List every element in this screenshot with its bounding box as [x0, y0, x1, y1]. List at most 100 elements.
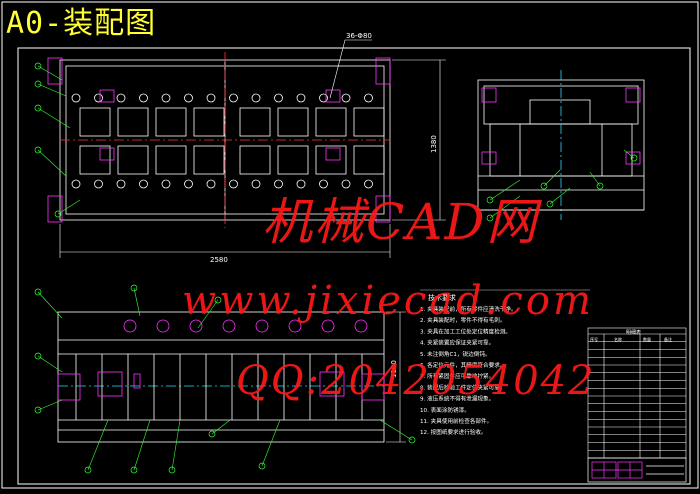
tech-req-line: 10. 表面涂防锈漆。 [420, 406, 470, 414]
top-dimensions [59, 39, 446, 258]
bolt-circle [184, 179, 193, 189]
tech-req-line: 4. 夹紧装置应保证夹紧可靠。 [420, 339, 494, 347]
leader-line [379, 419, 413, 441]
top-pocket [277, 107, 309, 137]
balloon [54, 210, 62, 218]
bom-header-no: 序号 [590, 336, 598, 342]
bolt-circle [274, 179, 283, 189]
top-pocket [239, 145, 271, 175]
leader-line [37, 291, 63, 319]
top-pocket [315, 107, 347, 137]
drawing-frame-inner [17, 47, 691, 485]
balloon [34, 406, 42, 414]
bolt-circle [71, 179, 81, 189]
bolt-circle [161, 93, 171, 103]
balloon [34, 104, 42, 112]
top-pocket [155, 107, 187, 137]
front-view [57, 311, 385, 443]
balloon [34, 288, 42, 296]
tech-req-line: 6. 各定位元件，其精度符合要求。 [420, 361, 505, 369]
bom-table [587, 327, 687, 459]
balloon [540, 182, 548, 190]
bolt-circle [319, 93, 328, 103]
leader-line [37, 107, 71, 129]
leader-line [133, 419, 151, 471]
leader-line [489, 179, 521, 201]
front-hole [222, 319, 236, 333]
bolt-circle [251, 179, 261, 189]
bolt-circle [139, 93, 148, 103]
bolt-circle [319, 179, 328, 189]
bolt-circle [94, 93, 103, 103]
leader-line [37, 399, 63, 411]
bolt-circle [296, 179, 306, 189]
leader-line [37, 149, 67, 177]
tech-req-line: 8. 装配后检验工件定位夹紧可靠。 [420, 383, 505, 391]
leader-line [197, 299, 219, 329]
watermark-site-name: 机械CAD网 [262, 193, 539, 251]
bom-header-qty: 数量 [643, 336, 651, 342]
top-pocket [353, 145, 385, 175]
leader-line [211, 419, 231, 435]
balloon [214, 296, 222, 304]
bolt-circle [251, 93, 261, 103]
watermark-qq: QQ:2042054042 [236, 358, 596, 404]
bolt-circle [206, 93, 216, 103]
dim-bolt-callout: 36-Φ80 [346, 32, 372, 40]
tech-req-line: 5. 未注倒角C1，锐边倒钝。 [420, 350, 491, 358]
bolt-circle [116, 179, 126, 189]
tech-req-line: 7. 所有紧固件应可靠地拧紧。 [420, 372, 494, 380]
front-hole [189, 319, 203, 333]
leader-line [37, 355, 63, 373]
bolt-circle [364, 93, 373, 103]
balloon [208, 430, 216, 438]
leader-line [133, 287, 141, 317]
front-hole [354, 319, 368, 333]
front-hole [156, 319, 170, 333]
top-pocket [117, 145, 149, 175]
balloon [546, 200, 554, 208]
leader-line [589, 171, 601, 187]
balloon [130, 284, 138, 292]
dim-width-top: 2580 [210, 256, 228, 264]
bolt-circle [71, 93, 81, 103]
balloon [34, 352, 42, 360]
leader-line [171, 419, 181, 471]
bom-header-name: 名称 [614, 336, 622, 342]
top-pocket [155, 145, 187, 175]
balloon [130, 466, 138, 474]
bolt-circle [94, 179, 103, 189]
drawing-title: A0-装配图 [6, 6, 157, 41]
top-pocket [79, 107, 111, 137]
leader-line [37, 65, 63, 81]
balloon [486, 196, 494, 204]
bolt-circle [341, 93, 351, 103]
top-pocket [277, 145, 309, 175]
leader-line [623, 149, 635, 159]
leader-line [87, 419, 109, 471]
tech-req-line: 11. 夹具使用前检查各部件。 [420, 417, 492, 425]
front-hole [321, 319, 335, 333]
top-view [47, 52, 391, 228]
tech-req-line: 9. 液压系统不得有泄漏现象。 [420, 395, 494, 403]
side-view [477, 70, 645, 220]
balloon [84, 466, 92, 474]
balloon [630, 154, 638, 162]
dim-height-top: 1380 [430, 135, 438, 153]
tech-req-line: 2. 夹具装配时，零件不得有毛刺。 [420, 316, 505, 324]
tech-req-line: 1. 夹具装配前，所有零件应清洗干净。 [420, 305, 517, 313]
leader-line [543, 169, 561, 187]
bolt-circle [229, 93, 238, 103]
tech-req-heading: 技术要求 [428, 293, 456, 302]
leader-line [57, 199, 81, 215]
bolt-circle [139, 179, 148, 189]
bolt-circle [341, 179, 351, 189]
balloon [34, 62, 42, 70]
balloon [408, 436, 416, 444]
bolt-circle [116, 93, 126, 103]
bolt-circle [274, 93, 283, 103]
part-balloons [34, 62, 638, 474]
